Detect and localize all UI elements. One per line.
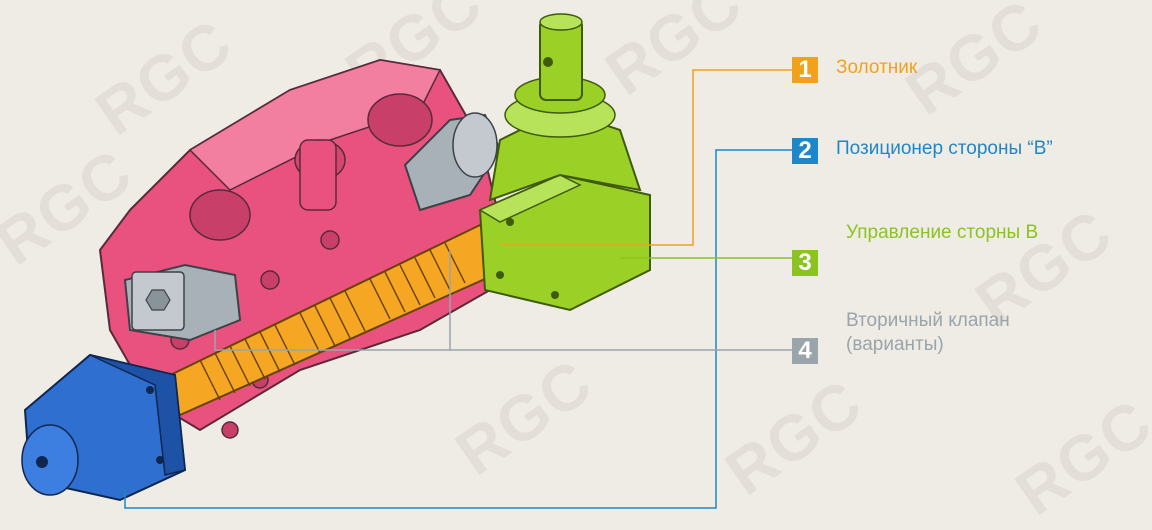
callout-3-badge: 3 (792, 250, 818, 276)
callout-4-badge: 4 (792, 338, 818, 364)
callout-2: 2 Позиционер стороны “B” (792, 138, 1053, 164)
housing-port (367, 93, 433, 147)
callout-2-badge: 2 (792, 138, 818, 164)
callout-1: 1 Золотник (792, 57, 917, 83)
callout-4-label-line2: (варианты) (846, 334, 944, 355)
housing-hole (221, 421, 239, 439)
callout-4: Вторичный клапан (варианты) (846, 310, 1010, 356)
callout-line-4 (214, 330, 792, 351)
housing-hole (260, 270, 280, 290)
callout-line-2 (124, 149, 792, 509)
control-side-b (478, 13, 651, 312)
callout-2-label: Позиционер стороны “B” (836, 138, 1053, 159)
valve-illustration (21, 13, 792, 509)
callout-line-1 (500, 69, 792, 246)
secondary-valve-left (123, 263, 242, 342)
callout-1-badge: 1 (792, 57, 818, 83)
housing-port (189, 189, 251, 241)
callout-1-label: Золотник (836, 57, 918, 78)
callout-4-label-line1: Вторичный клапан (846, 310, 1010, 331)
positioner-side-b (21, 353, 187, 502)
valve-body-top-face (188, 59, 442, 191)
callout-4-badge-row: 4 (792, 338, 818, 364)
callout-3-label: Управление сторны B (846, 222, 1039, 243)
housing-plug (299, 139, 337, 211)
housing-hole (320, 230, 340, 250)
callout-3-badge-row: 3 (792, 250, 818, 276)
